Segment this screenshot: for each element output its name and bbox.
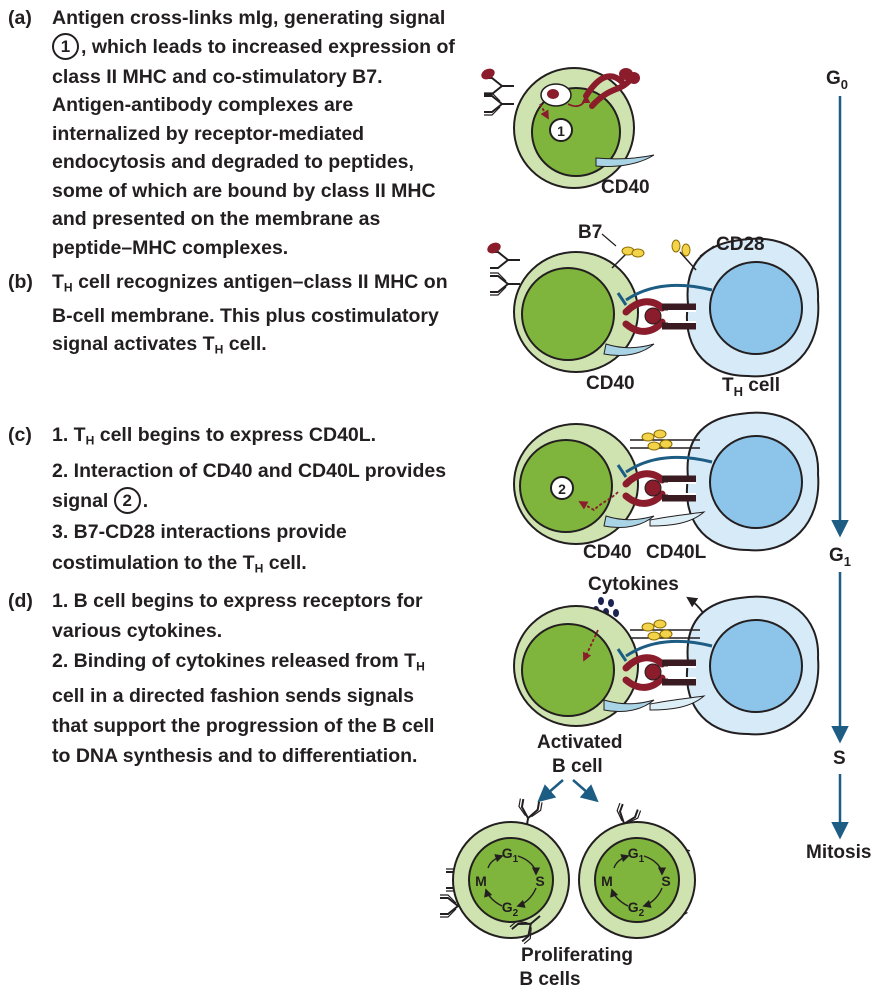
cd40-receptor xyxy=(603,699,655,713)
th-cell-nucleus xyxy=(709,619,803,713)
cell-cycle-arrows xyxy=(484,854,541,908)
cell-cycle-arrows xyxy=(610,854,667,908)
cd28-label: CD28 xyxy=(716,234,765,255)
t-cell-receptor xyxy=(662,659,696,686)
signal-1-marker xyxy=(549,118,573,142)
b-cell-nucleus xyxy=(531,87,621,177)
cd40-receptor xyxy=(595,154,655,167)
mhc-class-ii xyxy=(622,298,666,335)
step-b-text: TH cell recognizes antigen–class II MHC … xyxy=(52,271,448,357)
signal-2-marker xyxy=(550,476,574,500)
mig-receptor xyxy=(483,92,515,116)
b-cell-nucleus xyxy=(594,837,680,923)
step-a-line: and presented on the membrane as xyxy=(52,208,381,230)
proliferating-label: Proliferating xyxy=(521,945,633,966)
b7-cd28-pair xyxy=(630,429,700,451)
cd40-receptor xyxy=(603,343,655,357)
step-a-line: Antigen cross-links mIg, generating sign… xyxy=(52,7,446,29)
cd40-label: CD40 xyxy=(601,177,650,198)
step-a-line: internalized by receptor-mediated xyxy=(52,122,365,145)
mitosis-label: Mitosis xyxy=(806,842,871,863)
t-cell-receptor xyxy=(662,303,696,330)
svg-text:1: 1 xyxy=(557,123,565,139)
cytokine-signal-arrow xyxy=(582,629,599,662)
t-cell-receptor xyxy=(662,475,696,502)
cycle-s-label: S xyxy=(661,873,670,889)
step-a-line: class II MHC and co-stimulatory B7. xyxy=(52,65,383,88)
svg-text:2: 2 xyxy=(558,481,566,497)
panel-c-cells: 2 CD40 CD40L xyxy=(513,411,820,563)
g1-label: G1 xyxy=(829,545,851,569)
b7-molecule xyxy=(611,246,645,269)
cd40l-ligand xyxy=(649,511,706,527)
b-cell-nucleus xyxy=(521,267,615,361)
signal-arrow xyxy=(625,455,713,474)
step-d-letter: (d) xyxy=(8,590,33,612)
cycle-m-label: M xyxy=(475,873,487,889)
cycle-s-label: S xyxy=(535,873,544,889)
panel-a-b-cell: 1 CD40 xyxy=(478,65,655,198)
b7-cd28-pair xyxy=(630,619,700,641)
cd40-label: CD40 xyxy=(586,373,635,394)
cd40-receptor xyxy=(603,515,655,529)
step-a-line: peptide–MHC complexes. xyxy=(52,236,289,259)
peptide-antigen xyxy=(644,479,662,497)
proliferating-cell-left: G1 S G2 M xyxy=(439,797,570,945)
step-a-text: Antigen cross-links mIg, generating sign… xyxy=(52,4,455,262)
signal-1-circle: 1 xyxy=(52,32,79,60)
step-a-line: some of which are bound by class II MHC xyxy=(52,179,436,202)
division-arrow-left xyxy=(537,779,564,803)
cd40l-label: CD40L xyxy=(646,542,707,563)
cd28-molecule xyxy=(671,239,697,271)
mhc-class-ii xyxy=(622,654,666,691)
panel-b-cells: B7 CD28 CD40 TH cell xyxy=(484,222,820,399)
th-cell-nucleus xyxy=(709,435,803,529)
proliferating-cell-right: G1 S G2 M xyxy=(578,802,696,939)
step-b-letter: (b) xyxy=(8,271,33,293)
g0-label: G0 xyxy=(826,68,848,92)
mig-receptor xyxy=(489,272,521,296)
signal-2-arrow xyxy=(578,491,619,512)
th-cell-nucleus xyxy=(709,261,803,355)
transport-arrow xyxy=(567,94,591,108)
signal-arrow xyxy=(625,639,713,658)
cd40-label: CD40 xyxy=(583,542,632,563)
step-c-letter: (c) xyxy=(8,424,32,446)
mhc-class-ii xyxy=(583,73,625,99)
cycle-m-label: M xyxy=(601,873,613,889)
cycle-g2-label: G2 xyxy=(628,899,645,919)
b7-label: B7 xyxy=(578,222,602,243)
signal-1-arrow xyxy=(539,103,549,120)
peptide-antigen xyxy=(644,663,662,681)
cycle-g1-label: G1 xyxy=(502,845,519,865)
cycle-g1-label: G1 xyxy=(628,845,645,865)
cytokines-label: Cytokines xyxy=(588,574,679,595)
internalized-antigen xyxy=(547,89,559,99)
signal-2-circle: 2 xyxy=(113,487,141,515)
activated-b-cell-label-2: B cell xyxy=(552,756,603,777)
step-a-line: , which leads to increased expression of xyxy=(81,35,455,58)
step-d-text: 1. B cell begins to express receptors fo… xyxy=(52,590,435,768)
proliferating-label-2: B cells xyxy=(519,969,580,990)
peptide-antigen xyxy=(644,307,662,325)
s-label: S xyxy=(833,748,846,769)
cell-cycle-timeline: G0 G1 S Mitosis xyxy=(806,68,871,863)
panel-d-cells: Cytokines Activated B cell xyxy=(513,574,820,803)
step-a-letter: (a) xyxy=(8,7,32,29)
division-arrow-right xyxy=(572,779,599,803)
th-cell-label: TH cell xyxy=(722,375,780,399)
mhc-class-ii xyxy=(622,470,666,507)
step-a-line: Antigen-antibody complexes are xyxy=(52,94,354,116)
antigen-bound-mig xyxy=(484,239,521,269)
activated-b-cell-label: Activated xyxy=(537,732,623,753)
b-cell-nucleus xyxy=(468,837,554,923)
step-a-line: endocytosis and degraded to peptides, xyxy=(52,151,414,173)
cd40l-ligand xyxy=(649,695,706,711)
cycle-g2-label: G2 xyxy=(502,899,519,919)
step-c-text: 1. TH cell begins to express CD40L. 2. I… xyxy=(52,424,447,576)
b-cell-nucleus xyxy=(521,623,615,717)
signal-arrow xyxy=(625,283,713,302)
antigen-bound-mig xyxy=(478,65,515,95)
